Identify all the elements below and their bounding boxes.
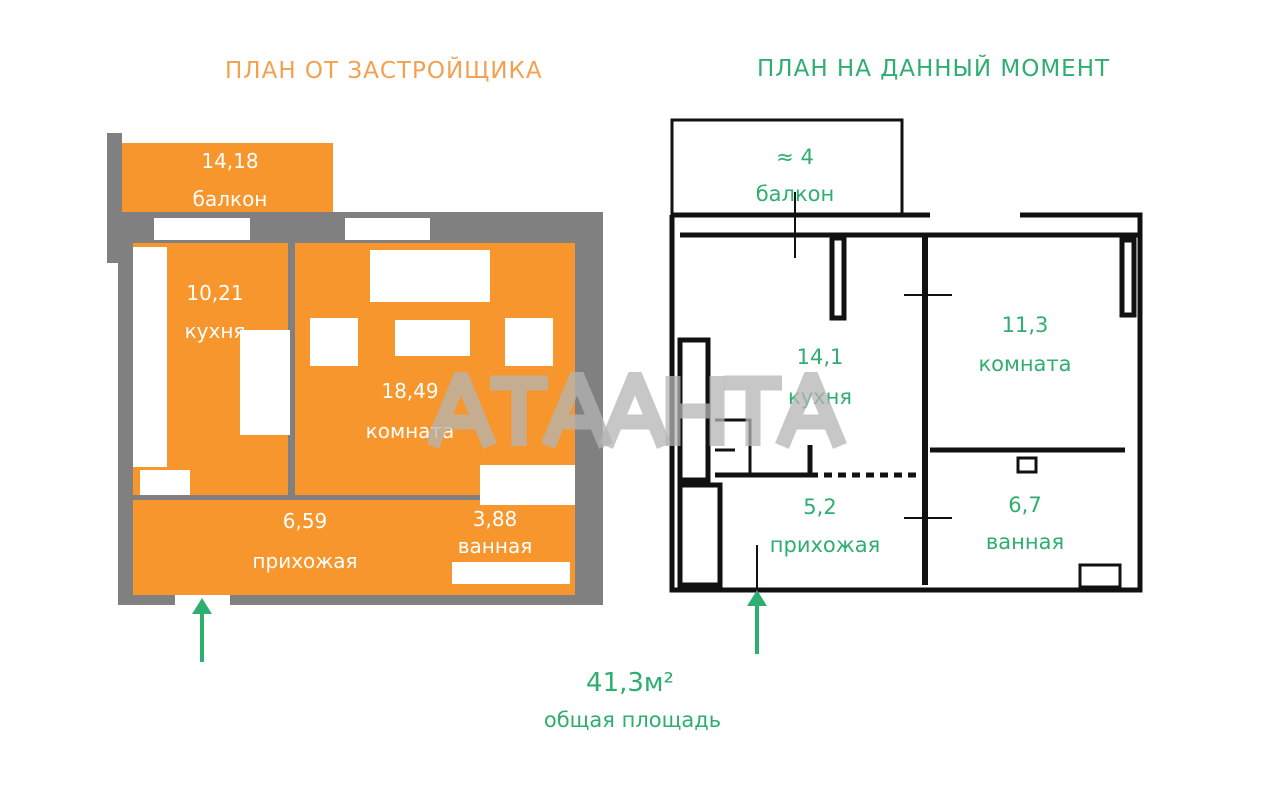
bathroom-label: ванная — [457, 534, 533, 558]
developer-plan-title: ПЛАН ОТ ЗАСТРОЙЩИКА — [225, 58, 543, 84]
current-balcony-label: балкон — [755, 182, 835, 206]
bathroom-area: 3,88 — [472, 507, 518, 531]
balcony-label: балкон — [192, 187, 268, 211]
total-area: 41,3м² — [586, 668, 674, 698]
kitchen-label: кухня — [184, 319, 246, 343]
current-plan-title: ПЛАН НА ДАННЫЙ МОМЕНТ — [757, 56, 1111, 82]
current-bathroom-label: ванная — [985, 530, 1065, 554]
current-floor-plan — [669, 118, 1143, 605]
kitchen-area: 10,21 — [186, 281, 244, 305]
current-room-label: комната — [978, 352, 1072, 376]
entrance-arrow-icon — [747, 590, 767, 654]
current-room-area: 11,3 — [1001, 313, 1049, 337]
hallway-area: 6,59 — [282, 509, 328, 533]
current-hallway-label: прихожая — [769, 533, 881, 557]
balcony-area: 14,18 — [201, 149, 259, 173]
current-kitchen-area: 14,1 — [796, 345, 844, 369]
total-area-label: общая площадь — [543, 708, 722, 732]
watermark-logo — [428, 372, 847, 449]
current-bathroom-area: 6,7 — [1008, 493, 1042, 517]
current-balcony-area: ≈ 4 — [776, 145, 814, 169]
entrance-arrow-icon — [192, 598, 212, 662]
room-area: 18,49 — [381, 379, 439, 403]
current-hallway-area: 5,2 — [803, 495, 837, 519]
hallway-label: прихожая — [252, 549, 358, 573]
